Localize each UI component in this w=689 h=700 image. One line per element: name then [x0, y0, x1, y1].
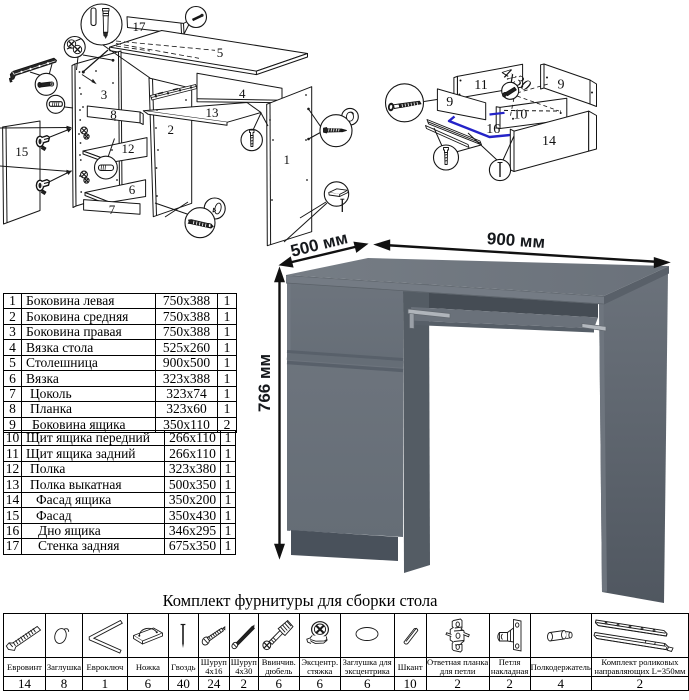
svg-text:9: 9 [558, 78, 565, 93]
svg-text:11: 11 [474, 78, 487, 93]
svg-text:766 мм: 766 мм [255, 354, 274, 412]
svg-text:5: 5 [217, 45, 224, 60]
svg-text:7: 7 [109, 202, 116, 217]
svg-text:4: 4 [239, 86, 246, 101]
svg-text:1: 1 [283, 152, 290, 167]
svg-text:3: 3 [101, 87, 108, 102]
svg-text:6: 6 [129, 182, 136, 197]
svg-text:8: 8 [110, 107, 117, 122]
svg-text:900 мм: 900 мм [486, 229, 545, 252]
svg-text:9: 9 [446, 95, 453, 110]
svg-text:15: 15 [15, 144, 28, 159]
svg-text:16: 16 [486, 122, 500, 137]
svg-text:13: 13 [206, 105, 219, 120]
svg-text:10: 10 [513, 108, 527, 123]
svg-text:14: 14 [542, 134, 556, 149]
svg-text:2: 2 [167, 122, 174, 137]
svg-text:12: 12 [122, 141, 135, 156]
svg-text:17: 17 [133, 19, 147, 34]
